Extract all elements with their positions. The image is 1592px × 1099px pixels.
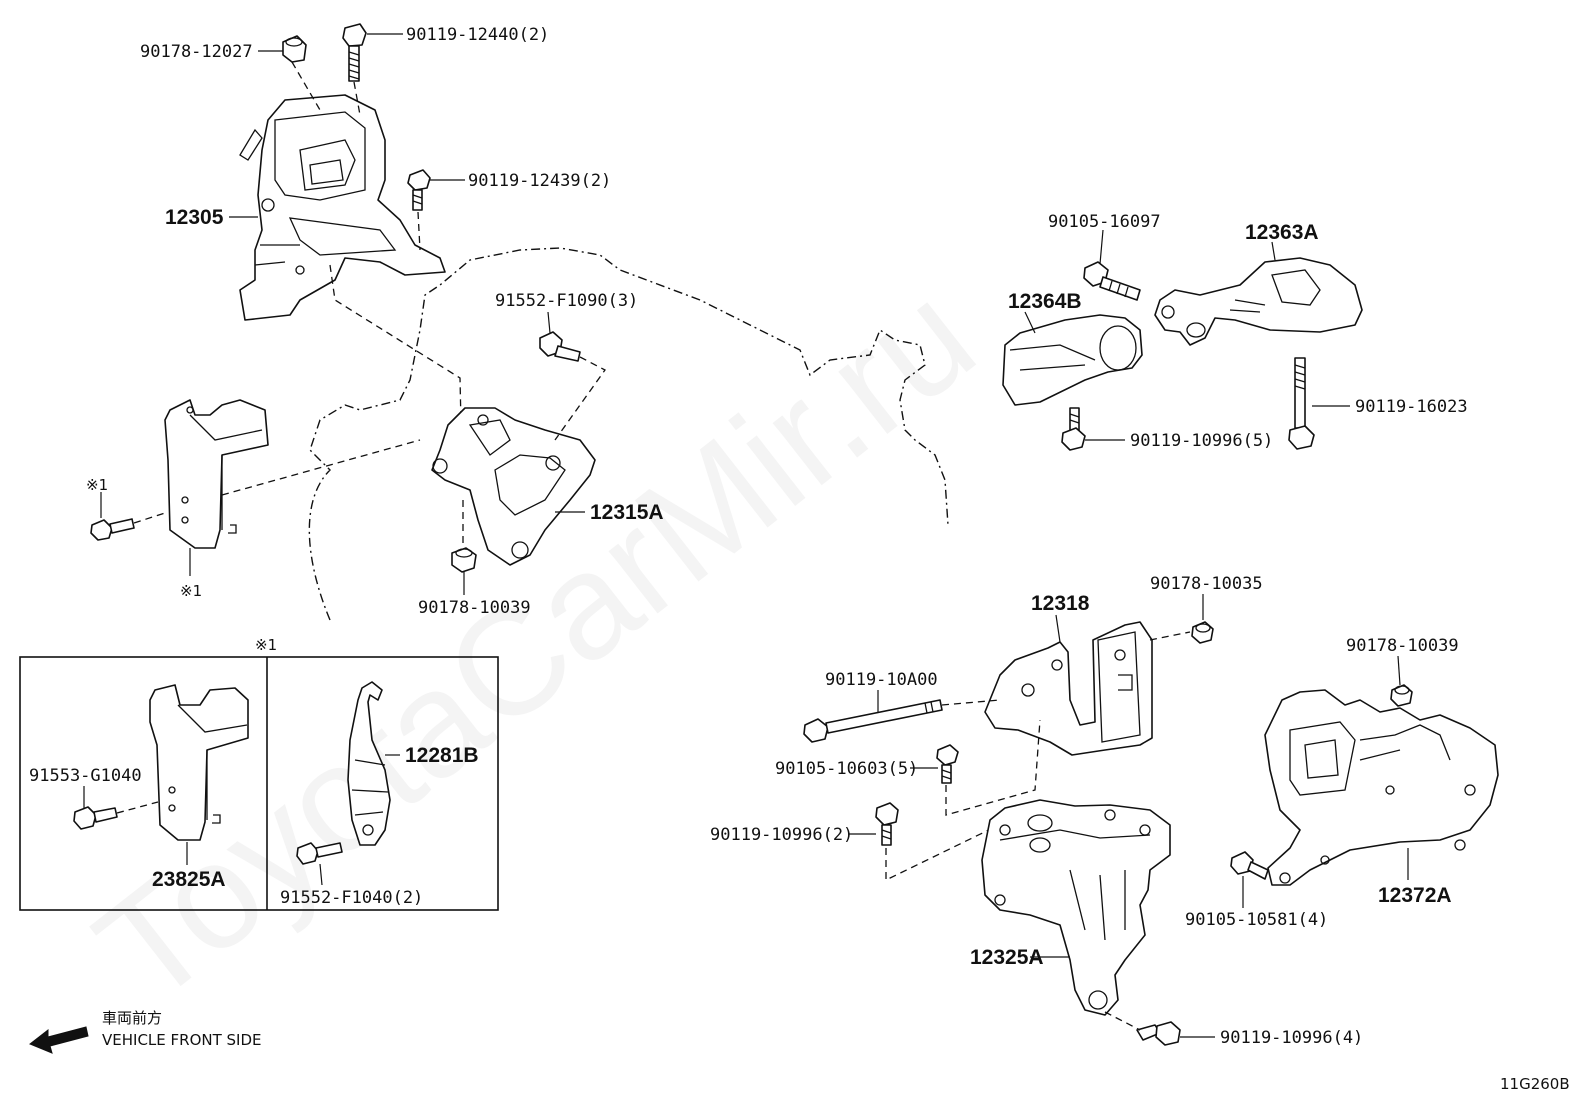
- inset-mark: ※1: [255, 636, 277, 654]
- bolt-90119-16023[interactable]: [1288, 357, 1315, 450]
- engine-outline: [308, 247, 949, 621]
- guide-line: [329, 264, 463, 471]
- label-91552-F1090[interactable]: 91552-F1090(3): [495, 291, 638, 311]
- nut-90178-10039[interactable]: [451, 547, 477, 573]
- label-90119-10A00[interactable]: 90119-10A00: [825, 670, 938, 690]
- bolt-90105-10603[interactable]: [936, 744, 959, 784]
- guide-line: [116, 801, 159, 814]
- label-90105-10603[interactable]: 90105-10603(5): [775, 759, 918, 779]
- label-90119-16023[interactable]: 90119-16023: [1355, 397, 1468, 417]
- part-bracket-23825A-installed[interactable]: [164, 399, 269, 549]
- label-12281B[interactable]: 12281B: [405, 744, 479, 767]
- bolt-90105-16097[interactable]: [1083, 261, 1141, 301]
- label-12318[interactable]: 12318: [1031, 592, 1090, 615]
- label-12315A[interactable]: 12315A: [590, 501, 664, 524]
- guide-line: [417, 211, 421, 251]
- guide-line: [133, 511, 169, 524]
- part-12305[interactable]: [239, 94, 446, 321]
- bolt-90119-10996-5[interactable]: [1061, 407, 1086, 451]
- part-12315A[interactable]: [431, 407, 596, 566]
- guide-line: [941, 699, 1001, 706]
- diagram-code: 11G260B: [1500, 1075, 1570, 1093]
- guide-line: [221, 439, 421, 496]
- label-90119-10996-2[interactable]: 90119-10996(2): [710, 825, 853, 845]
- label-12325A[interactable]: 12325A: [970, 946, 1044, 969]
- vehicle-front-legend: 車両前方 VEHICLE FRONT SIDE: [29, 1009, 262, 1054]
- label-90119-10996-5[interactable]: 90119-10996(5): [1130, 431, 1273, 451]
- part-12363A[interactable]: [1154, 257, 1363, 346]
- nut-90178-12027[interactable]: [282, 35, 307, 63]
- label-12372A[interactable]: 12372A: [1378, 884, 1452, 907]
- guide-line: [291, 61, 321, 111]
- bolt-90105-10581[interactable]: [1230, 851, 1269, 880]
- guide-line: [353, 81, 361, 116]
- bolt-90119-10996-2[interactable]: [875, 802, 899, 846]
- label-90178-10039-a[interactable]: 90178-10039: [418, 598, 531, 618]
- part-12325A[interactable]: [981, 799, 1171, 1016]
- label-90119-12439[interactable]: 90119-12439(2): [468, 171, 611, 191]
- label-90105-16097[interactable]: 90105-16097: [1048, 212, 1161, 232]
- bolt-91552-F1090[interactable]: [539, 331, 581, 362]
- inset-box: ※1: [19, 636, 499, 911]
- part-12281B[interactable]: [347, 681, 391, 846]
- label-90178-10035[interactable]: 90178-10035: [1150, 574, 1263, 594]
- guide-line: [1104, 1011, 1141, 1031]
- guide-line: [945, 719, 1041, 816]
- bolt-90119-12440[interactable]: [342, 23, 367, 82]
- part-12364B[interactable]: [1002, 314, 1143, 406]
- bolt-mark-1[interactable]: [90, 518, 135, 541]
- label-mark-1-a: ※1: [86, 476, 108, 494]
- part-12372A[interactable]: [1264, 689, 1499, 886]
- guide-line: [554, 356, 606, 441]
- label-90119-10996-4[interactable]: 90119-10996(4): [1220, 1028, 1363, 1048]
- label-mark-1-b: ※1: [180, 582, 202, 600]
- nut-90178-10035[interactable]: [1191, 621, 1214, 644]
- nut-90178-10039-b[interactable]: [1390, 684, 1413, 707]
- arrow-left-icon: [29, 1026, 89, 1054]
- bolt-91553-G1040[interactable]: [73, 806, 118, 830]
- bolt-90119-12439[interactable]: [407, 169, 431, 211]
- label-12364B[interactable]: 12364B: [1008, 290, 1082, 313]
- label-90105-10581[interactable]: 90105-10581(4): [1185, 910, 1328, 930]
- bolt-91552-F1040[interactable]: [296, 842, 343, 865]
- label-90178-10039-b[interactable]: 90178-10039: [1346, 636, 1459, 656]
- part-23825A[interactable]: [149, 684, 249, 841]
- bolt-90119-10A00[interactable]: [803, 699, 943, 743]
- label-12363A[interactable]: 12363A: [1245, 221, 1319, 244]
- leader-lines: [83, 33, 1409, 1038]
- callout-labels: 90178-12027 90119-12440(2) 90119-12439(2…: [29, 25, 1468, 1048]
- label-90119-12440[interactable]: 90119-12440(2): [406, 25, 549, 45]
- label-12305[interactable]: 12305: [165, 206, 224, 229]
- part-12318[interactable]: [984, 621, 1153, 756]
- label-23825A[interactable]: 23825A: [152, 868, 226, 891]
- legend-jp: 車両前方: [102, 1009, 162, 1027]
- bolt-90119-10996-4[interactable]: [1136, 1021, 1181, 1046]
- label-91552-F1040[interactable]: 91552-F1040(2): [280, 888, 423, 908]
- legend-en: VEHICLE FRONT SIDE: [102, 1031, 262, 1049]
- watermark: ToyotaCarMir.ru: [66, 251, 1004, 1035]
- label-91553-G1040[interactable]: 91553-G1040: [29, 766, 142, 786]
- guide-line: [1149, 631, 1191, 641]
- label-90178-12027[interactable]: 90178-12027: [140, 42, 253, 62]
